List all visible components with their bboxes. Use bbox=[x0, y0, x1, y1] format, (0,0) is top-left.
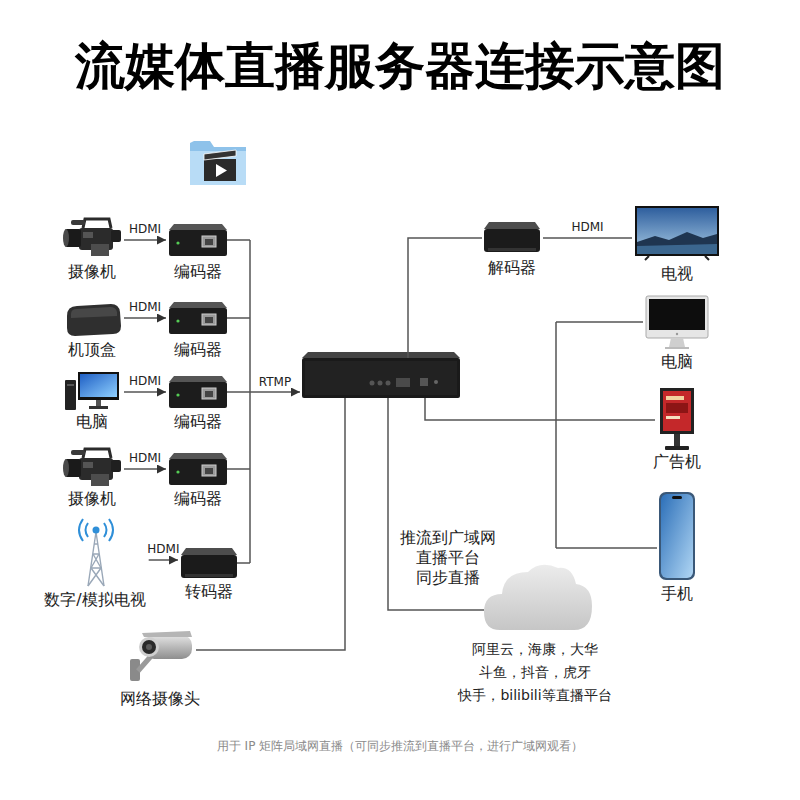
encoder-icon bbox=[169, 453, 227, 485]
device-node: 电脑 bbox=[60, 370, 124, 434]
device-node: 电视 bbox=[632, 204, 722, 286]
camcorder-icon bbox=[63, 219, 121, 256]
device-node: 编码器 bbox=[166, 449, 230, 511]
kiosk-icon bbox=[660, 388, 694, 450]
device-label: 编码器 bbox=[169, 489, 227, 509]
encoder-icon bbox=[169, 302, 227, 334]
device-node: 编码器 bbox=[166, 372, 230, 434]
edge-label: HDMI bbox=[127, 451, 163, 465]
device-node: 电脑 bbox=[643, 294, 711, 374]
computer-icon bbox=[65, 372, 119, 410]
device-label: 编码器 bbox=[169, 340, 227, 360]
ip-camera-icon bbox=[130, 631, 192, 681]
device-label: 网络摄像头 bbox=[120, 689, 200, 709]
device-node: 摄像机 bbox=[60, 212, 124, 284]
set-top-box-icon bbox=[67, 304, 121, 336]
device-label: 手机 bbox=[659, 584, 695, 604]
device-label: 机顶盒 bbox=[63, 340, 121, 360]
server-icon bbox=[302, 352, 460, 398]
wiring bbox=[196, 238, 657, 650]
device-node: 转码器 bbox=[178, 544, 240, 604]
device-label: 解码器 bbox=[484, 258, 540, 278]
device-label: 摄像机 bbox=[63, 489, 121, 509]
device-node: 摄像机 bbox=[60, 442, 124, 511]
camcorder-icon bbox=[63, 449, 121, 486]
diagram-title: 流媒体直播服务器连接示意图 bbox=[0, 36, 800, 96]
hdmi-connector bbox=[124, 317, 166, 319]
encoder-icon bbox=[169, 224, 227, 256]
device-label: 电脑 bbox=[646, 352, 708, 372]
annotation-label: RTMP bbox=[259, 375, 291, 389]
device-node: 解码器 bbox=[481, 218, 543, 280]
device-label: 阿里云，海康，大华 斗鱼，抖音，虎牙 快手，bilibili等直播平台 bbox=[451, 638, 619, 707]
monitor-icon bbox=[646, 296, 708, 349]
hdmi-connector bbox=[124, 391, 166, 393]
device-node: 机顶盒 bbox=[60, 296, 124, 362]
device-label: 编码器 bbox=[169, 412, 227, 432]
antenna-icon bbox=[79, 519, 113, 586]
edge-label: HDMI bbox=[145, 542, 181, 556]
edge-label: HDMI bbox=[127, 374, 163, 388]
rtmp-arrow bbox=[250, 391, 300, 393]
device-node: 广告机 bbox=[650, 386, 704, 474]
device-label: 编码器 bbox=[169, 262, 227, 282]
device-node: 编码器 bbox=[166, 220, 230, 284]
tv-icon bbox=[635, 206, 719, 260]
device-label: 电视 bbox=[635, 264, 719, 284]
edge-label: HDMI bbox=[127, 300, 163, 314]
device-label: 数字/模拟电视 bbox=[44, 590, 145, 610]
folder-video-icon bbox=[190, 141, 246, 185]
device-node: 网络摄像头 bbox=[117, 623, 203, 711]
transcoder-icon bbox=[181, 548, 237, 578]
cloud-icon bbox=[484, 565, 592, 630]
device-label: 广告机 bbox=[653, 452, 701, 472]
edge-label: HDMI bbox=[127, 222, 163, 236]
phone-icon bbox=[659, 492, 695, 580]
hdmi-connector bbox=[543, 237, 632, 239]
hdmi-connector bbox=[149, 559, 178, 561]
device-node: 手机 bbox=[656, 490, 698, 606]
encoder-icon bbox=[169, 376, 227, 408]
hdmi-connector bbox=[124, 468, 166, 470]
decoder-icon bbox=[484, 222, 540, 252]
device-label: 转码器 bbox=[181, 582, 237, 602]
device-label: 摄像机 bbox=[63, 262, 121, 282]
hdmi-connector bbox=[124, 239, 166, 241]
device-node: 数字/模拟电视 bbox=[41, 516, 148, 612]
device-label: 电脑 bbox=[63, 412, 121, 432]
edge-label: HDMI bbox=[569, 220, 605, 234]
device-node: 编码器 bbox=[166, 298, 230, 362]
diagram-caption: 用于 IP 矩阵局域网直播（可同步推流到直播平台，进行广域网观看） bbox=[0, 738, 800, 754]
annotation-label: 推流到广域网 直播平台 同步直播 bbox=[383, 528, 513, 588]
